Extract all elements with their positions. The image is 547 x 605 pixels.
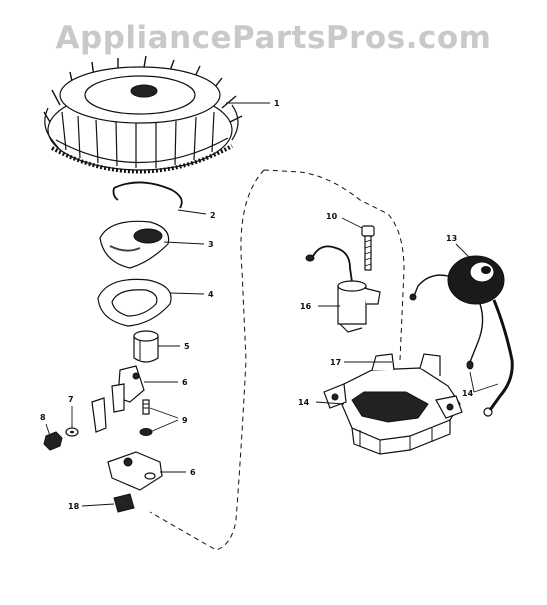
- callout-10: 10: [326, 212, 338, 221]
- callout-17: 17: [330, 358, 341, 367]
- washer-part[interactable]: [65, 427, 79, 437]
- callout-18: 18: [68, 502, 80, 511]
- callout-4: 4: [208, 290, 214, 299]
- callout-labels: 1 2 3 4 5 6 7 8 9 6 10 16 13 17 14 14 18: [40, 99, 474, 511]
- lead-wires-part[interactable]: [466, 299, 514, 417]
- spring-clip-part[interactable]: [112, 181, 183, 209]
- mounting-screw-part[interactable]: [361, 225, 375, 271]
- leader-lines: [45, 102, 499, 507]
- callout-7: 7: [68, 395, 74, 404]
- callout-14b: 14: [462, 389, 474, 398]
- watermark: AppliancePartsPros.com: [55, 20, 492, 56]
- breaker-arm-part[interactable]: [91, 365, 145, 433]
- callout-1: 1: [274, 99, 280, 108]
- callout-3: 3: [208, 240, 214, 249]
- callout-6b: 6: [190, 468, 196, 477]
- callout-14a: 14: [298, 398, 310, 407]
- felt-wiper-part[interactable]: [113, 493, 135, 513]
- callout-16: 16: [300, 302, 312, 311]
- gasket-part[interactable]: [97, 278, 172, 327]
- bushing-part[interactable]: [133, 330, 159, 363]
- screws-part[interactable]: [139, 399, 153, 436]
- callout-8: 8: [40, 413, 46, 422]
- cover-plate-part[interactable]: [99, 220, 170, 269]
- callout-2: 2: [210, 211, 216, 220]
- condenser-part[interactable]: [305, 245, 381, 333]
- callout-6a: 6: [182, 378, 188, 387]
- breaker-plate-part[interactable]: [107, 451, 163, 491]
- ignition-coil-part[interactable]: [409, 255, 505, 305]
- callout-9: 9: [182, 416, 188, 425]
- breaker-housing-part[interactable]: [323, 353, 463, 455]
- nut-part[interactable]: [43, 431, 63, 451]
- assembly-boundary-line: [149, 169, 405, 551]
- callout-5: 5: [184, 342, 190, 351]
- callout-13: 13: [446, 234, 457, 243]
- flywheel-part[interactable]: [43, 55, 243, 174]
